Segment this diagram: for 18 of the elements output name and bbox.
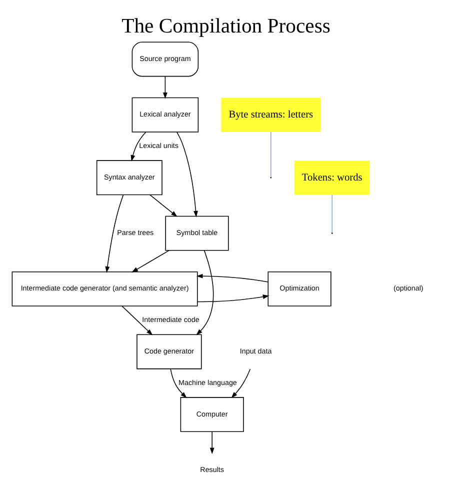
arrow	[121, 306, 152, 336]
arrow	[230, 368, 250, 398]
arrow	[149, 194, 177, 217]
arrow	[176, 132, 198, 218]
arrow	[196, 274, 268, 282]
arrow	[131, 250, 169, 272]
arrow	[196, 250, 214, 336]
connector	[331, 194, 332, 233]
node-box: Byte streams: letters	[220, 98, 320, 132]
arrow	[196, 294, 269, 302]
arrow	[209, 431, 214, 454]
connector	[270, 132, 271, 178]
arrow	[104, 194, 124, 273]
node-box: Tokens: words	[294, 160, 370, 195]
arrow	[170, 368, 186, 398]
arrow	[162, 76, 167, 99]
arrow	[130, 132, 146, 162]
diagram-title: The Compilation Process	[121, 15, 330, 38]
